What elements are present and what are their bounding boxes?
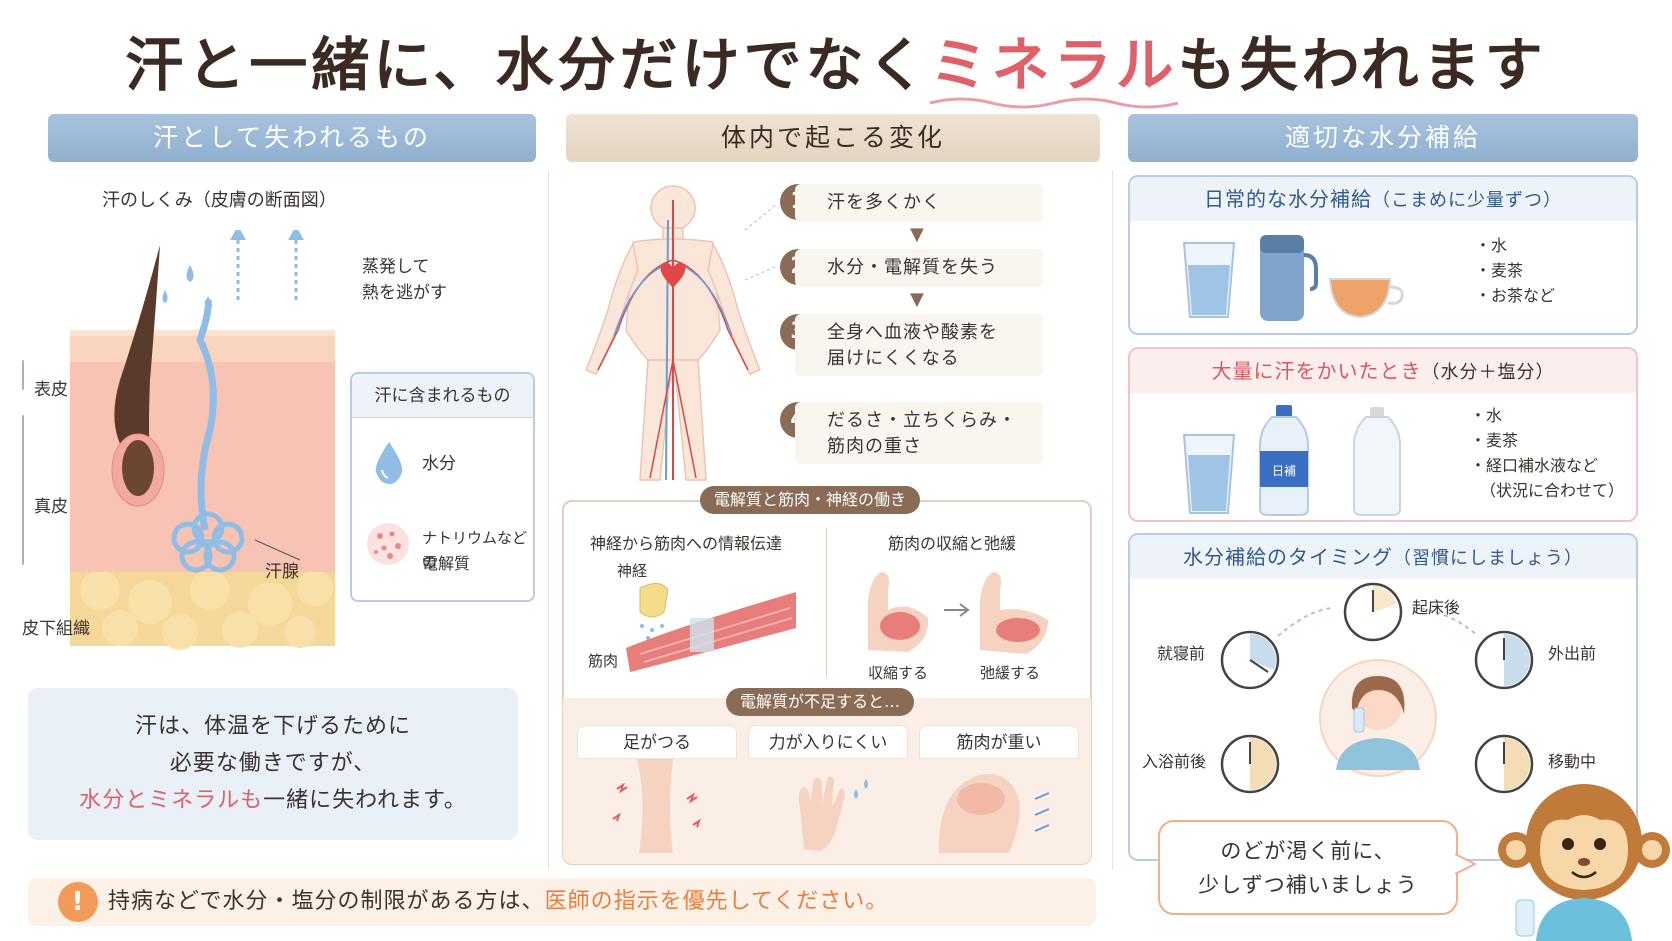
timing-clocks-illustration xyxy=(1220,582,1534,794)
summary-line-2: 必要な働きですが、 xyxy=(169,751,377,776)
summary-line-1: 汗は、体温を下げるために xyxy=(134,714,411,739)
wave-underline-icon xyxy=(929,97,1178,109)
section-divider xyxy=(826,528,827,678)
layer-epidermis-label: 表皮 xyxy=(34,380,68,400)
weak-hand-icon xyxy=(798,776,868,851)
epidermis-brace xyxy=(22,360,36,390)
down-arrow-icon: ▼ xyxy=(910,224,924,245)
timing-before-bath: 入浴前後 xyxy=(1142,752,1207,771)
skin-cross-section-illustration xyxy=(70,230,335,650)
timing-subtitle: （習慣にしましょう） xyxy=(1393,548,1583,569)
contents-electrolyte-2: 電解質 xyxy=(422,554,471,573)
heavy-muscle-icon xyxy=(938,774,1050,853)
step-1: 汗を多くかく xyxy=(795,184,1043,222)
evaporate-label-1: 蒸発して xyxy=(362,257,430,277)
step-4: だるさ・立ちくらみ・筋肉の重さ xyxy=(795,402,1043,464)
warning-highlight: 医師の指示を優先してください。 xyxy=(544,889,889,914)
bubble-line-2: 少しずつ補いましょう xyxy=(1198,873,1418,897)
heavy-drink-list: ・水 ・麦茶 ・経口補水液など （状況に合わせて） xyxy=(1470,406,1625,500)
timing-go-out: 外出前 xyxy=(1548,644,1597,663)
contents-water: 水分 xyxy=(422,454,456,474)
daily-drink-list: ・水 ・麦茶 ・お茶など xyxy=(1475,236,1556,305)
daily-subtitle: （こまめに少量ずつ） xyxy=(1372,190,1562,211)
title-after: も失われます xyxy=(1177,31,1547,99)
bottle-label: 日補 xyxy=(1272,464,1296,478)
nerve-label: 神経 xyxy=(617,562,648,580)
contents-electrolyte-1: ナトリウムなどの xyxy=(422,529,528,571)
timing-wake: 起床後 xyxy=(1412,598,1461,617)
column-divider xyxy=(1112,170,1113,870)
lack-pill: 電解質が不足すると… xyxy=(726,688,915,716)
connector-lines xyxy=(745,203,778,281)
warning-banner: ! 持病などで水分・塩分の制限がある方は、医師の指示を優先してください。 xyxy=(28,878,1096,926)
left-column-header: 汗として失われるもの xyxy=(48,114,536,162)
warning-text: 持病などで水分・塩分の制限がある方は、 xyxy=(108,889,545,914)
layer-subcutaneous-label: 皮下組織 xyxy=(22,619,90,639)
exclamation-icon: ! xyxy=(58,882,98,922)
lack-card-heavy: 筋肉が重い xyxy=(919,725,1079,853)
step-2: 水分・電解質を失う xyxy=(795,249,1043,287)
relax-label: 弛緩する xyxy=(980,664,1041,682)
timing-title: 水分補給のタイミング xyxy=(1183,545,1393,569)
drinks-illustration xyxy=(1182,235,1404,321)
lack-card-weak: 力が入りにくい xyxy=(748,725,908,853)
monkey-mascot-icon xyxy=(1498,784,1670,941)
electrolyte-function-pill: 電解質と筋肉・神経の働き xyxy=(700,486,921,514)
reminder-speech-bubble: のどが渇く前に、 少しずつ補いましょう xyxy=(1158,820,1458,915)
middle-column-header: 体内で起こる変化 xyxy=(566,114,1100,162)
arm-contract-relax-illustration xyxy=(868,572,1048,654)
summary-line-3: 水分とミネラルも一緒に失われます。 xyxy=(79,788,467,813)
water-drop-icon xyxy=(375,442,403,484)
column-divider xyxy=(548,170,549,870)
contraction-title: 筋肉の収縮と弛緩 xyxy=(888,534,1017,553)
sweat-gland-label: 汗腺 xyxy=(265,562,299,582)
down-arrow-icon: ▼ xyxy=(910,289,924,310)
human-body-circulation-illustration xyxy=(585,185,761,481)
sweat-contents-title: 汗に含まれるもの xyxy=(352,374,533,418)
water-bottles-illustration: 日補 xyxy=(1182,405,1401,516)
electrolyte-particles-icon xyxy=(367,523,409,565)
contract-label: 収縮する xyxy=(868,664,929,682)
dermis-brace xyxy=(22,415,36,565)
heavy-subtitle: （水分＋塩分） xyxy=(1421,362,1555,383)
sweat-summary-box: 汗は、体温を下げるために 必要な働きですが、 水分とミネラルも一緒に失われます。 xyxy=(28,688,518,840)
title-highlight: ミネラル xyxy=(929,31,1178,109)
timing-before-sleep: 就寝前 xyxy=(1157,644,1206,663)
nerve-transmission-title: 神経から筋肉への情報伝達 xyxy=(590,534,783,553)
evaporate-label-2: 熱を逃がす xyxy=(362,283,447,303)
sweat-contents-box: 汗に含まれるもの 水分 ナトリウムなどの 電解質 xyxy=(350,372,535,602)
heavy-sweat-card: 大量に汗をかいたとき（水分＋塩分） 日補 ・水 ・麦茶 ・経口補水液など （状況… xyxy=(1128,347,1638,522)
page-title: 汗と一緒に、水分だけでなくミネラルも失われます xyxy=(0,18,1672,109)
heavy-title: 大量に汗をかいたとき xyxy=(1211,359,1422,383)
nerve-muscle-illustration xyxy=(626,583,796,672)
step-3: 全身へ血液や酸素を届けにくくなる xyxy=(795,314,1043,376)
skin-diagram-title: 汗のしくみ（皮膚の断面図） xyxy=(102,190,337,211)
timing-moving: 移動中 xyxy=(1548,752,1597,771)
layer-dermis-label: 真皮 xyxy=(34,497,68,517)
leg-cramp-icon xyxy=(612,759,701,853)
daily-title: 日常的な水分補給 xyxy=(1204,187,1372,211)
bubble-tail xyxy=(1455,853,1477,875)
lack-card-cramp: 足がつる xyxy=(577,725,737,853)
right-column-header: 適切な水分補給 xyxy=(1128,114,1638,162)
muscle-label: 筋肉 xyxy=(588,652,619,670)
title-before: 汗と一緒に、水分だけでなく xyxy=(125,31,930,99)
daily-hydration-card: 日常的な水分補給（こまめに少量ずつ） ・水 ・麦茶 ・お茶など xyxy=(1128,175,1638,335)
bubble-line-1: のどが渇く前に、 xyxy=(1220,839,1396,863)
